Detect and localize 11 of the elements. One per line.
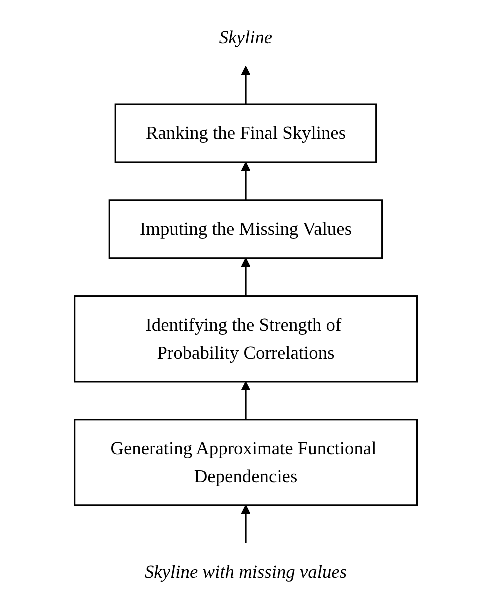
node-text: Skyline with missing values [144, 562, 348, 582]
arrow [241, 382, 251, 420]
node-box: Ranking the Final Skylines [114, 104, 378, 164]
arrow [241, 162, 251, 200]
arrow [241, 505, 251, 544]
node-box: Generating Approximate Functional Dependencies [74, 419, 418, 506]
node-box: Identifying the Strength of Probability Correlations [74, 296, 418, 383]
node-text: Skyline [219, 27, 273, 48]
node-box: Imputing the Missing Values [108, 200, 384, 260]
arrow [241, 66, 251, 105]
arrow [241, 258, 251, 296]
